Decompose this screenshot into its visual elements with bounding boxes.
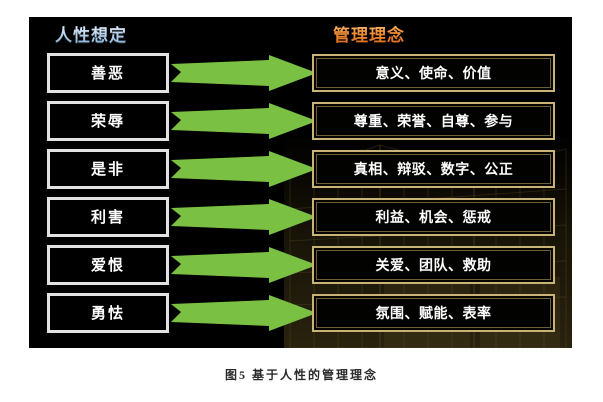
column-header-philosophy: 管理理念 bbox=[333, 21, 405, 46]
philosophy-label: 氛围、赋能、表率 bbox=[375, 305, 492, 321]
arrow-right-icon bbox=[171, 151, 317, 187]
assumption-box[interactable]: 利害 bbox=[47, 197, 169, 237]
philosophy-box-inner: 氛围、赋能、表率 bbox=[316, 298, 551, 328]
mapping-row: 利害 利益、机会、惩戒 bbox=[29, 197, 572, 241]
mapping-row: 爱恨 关爱、团队、救助 bbox=[29, 245, 572, 289]
assumption-label: 利害 bbox=[90, 208, 125, 226]
assumption-label: 是非 bbox=[90, 160, 125, 178]
philosophy-label: 意义、使命、价值 bbox=[375, 65, 492, 81]
philosophy-label: 利益、机会、惩戒 bbox=[375, 209, 492, 225]
arrow-right-icon bbox=[171, 199, 317, 235]
philosophy-label: 关爱、团队、救助 bbox=[375, 257, 492, 273]
mapping-row: 是非 真相、辩驳、数字、公正 bbox=[29, 149, 572, 193]
figure-panel: 人性想定 管理理念 善恶 意义、使命、价值 荣辱 尊重、荣誉、自尊、参与 bbox=[29, 17, 572, 348]
philosophy-box-inner: 真相、辩驳、数字、公正 bbox=[316, 154, 551, 184]
assumption-box[interactable]: 是非 bbox=[47, 149, 169, 189]
assumption-box[interactable]: 勇怯 bbox=[47, 293, 169, 333]
philosophy-box[interactable]: 利益、机会、惩戒 bbox=[312, 198, 555, 236]
mapping-row: 荣辱 尊重、荣誉、自尊、参与 bbox=[29, 101, 572, 145]
assumption-label: 善恶 bbox=[90, 64, 125, 82]
philosophy-box[interactable]: 尊重、荣誉、自尊、参与 bbox=[312, 102, 555, 140]
mapping-row: 善恶 意义、使命、价值 bbox=[29, 53, 572, 97]
assumption-label: 爱恨 bbox=[90, 256, 125, 274]
arrow-right-icon bbox=[171, 295, 317, 331]
philosophy-box[interactable]: 氛围、赋能、表率 bbox=[312, 294, 555, 332]
assumption-box[interactable]: 善恶 bbox=[47, 53, 169, 93]
assumption-box[interactable]: 荣辱 bbox=[47, 101, 169, 141]
philosophy-box-inner: 意义、使命、价值 bbox=[316, 58, 551, 88]
arrow-right-icon bbox=[171, 103, 317, 139]
figure-caption: 图5 基于人性的管理理念 bbox=[224, 368, 378, 382]
assumption-box[interactable]: 爱恨 bbox=[47, 245, 169, 285]
philosophy-box-inner: 关爱、团队、救助 bbox=[316, 250, 551, 280]
philosophy-box-inner: 尊重、荣誉、自尊、参与 bbox=[316, 106, 551, 136]
assumption-label: 荣辱 bbox=[90, 112, 125, 130]
philosophy-box[interactable]: 关爱、团队、救助 bbox=[312, 246, 555, 284]
mapping-row: 勇怯 氛围、赋能、表率 bbox=[29, 293, 572, 337]
philosophy-label: 真相、辩驳、数字、公正 bbox=[353, 161, 514, 177]
philosophy-box-inner: 利益、机会、惩戒 bbox=[316, 202, 551, 232]
arrow-right-icon bbox=[171, 55, 317, 91]
philosophy-label: 尊重、荣誉、自尊、参与 bbox=[353, 113, 514, 129]
arrow-right-icon bbox=[171, 247, 317, 283]
assumption-label: 勇怯 bbox=[90, 304, 125, 322]
philosophy-box[interactable]: 意义、使命、价值 bbox=[312, 54, 555, 92]
column-header-assumptions: 人性想定 bbox=[55, 21, 127, 46]
philosophy-box[interactable]: 真相、辩驳、数字、公正 bbox=[312, 150, 555, 188]
